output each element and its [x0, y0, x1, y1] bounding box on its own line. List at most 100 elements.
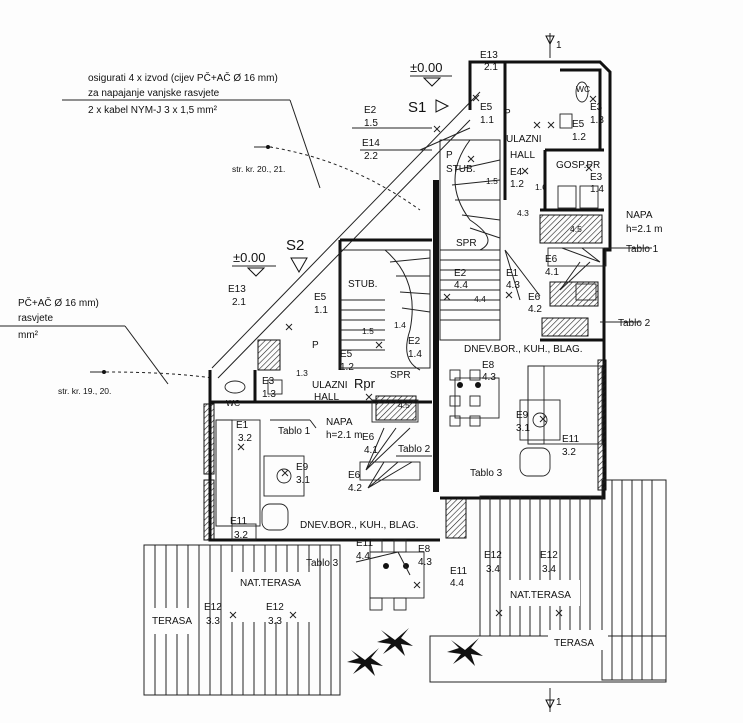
circuit-wiring: [270, 127, 601, 576]
circuit-label: E11: [450, 566, 467, 577]
circuit-label: 4.3: [418, 557, 432, 568]
switch-label: P: [312, 340, 319, 351]
circuit-label: E4: [510, 167, 523, 178]
circuit-label: 1.4: [590, 184, 604, 195]
circuit-label: E1: [506, 268, 519, 279]
right-terrace: [429, 479, 667, 683]
section-marker-top: 1: [545, 33, 562, 58]
circuit-label: E6: [362, 432, 375, 443]
circuit-label: E14: [362, 138, 380, 149]
room-label: SPR: [390, 370, 411, 381]
circuit-label: 1.4: [408, 349, 422, 360]
circuit-label: E5: [480, 102, 493, 113]
svg-text:S2: S2: [286, 237, 304, 254]
room-label: TERASA: [152, 616, 192, 627]
circuit-label: E2: [364, 105, 377, 116]
room-label: DNEV.BOR., KUH., BLAG.: [464, 344, 583, 355]
circuit-label: E11: [230, 516, 247, 527]
svg-text:±0.00: ±0.00: [233, 250, 265, 265]
circuit-label: 2.1: [484, 62, 498, 73]
circuit-label: 3.1: [296, 475, 310, 486]
circuit-label: 1.2: [340, 362, 354, 373]
room-label: GOSP.PR: [556, 160, 600, 171]
light-point-marks: [229, 94, 597, 619]
left-note-line-3: mm²: [18, 330, 39, 341]
circuit-label: 4.2: [528, 304, 542, 315]
circuit-label: E11: [562, 434, 579, 445]
room-label: h=2.1 m: [326, 430, 362, 441]
circuit-label: E9: [516, 410, 529, 421]
room-label: WC: [226, 398, 240, 408]
right-staircase: [440, 139, 501, 321]
svg-text:S1: S1: [408, 99, 426, 116]
circuit-label: E3: [262, 376, 275, 387]
switch-label: P: [504, 108, 511, 119]
left-staircase: [339, 249, 431, 371]
room-label: WC: [576, 84, 590, 94]
right-unit-labels: E13 2.1 E2 1.5 E14 2.2 E5 1.1 E5 1.2 E3 …: [362, 50, 662, 649]
circuit-label: 3.3: [268, 616, 282, 627]
svg-text:1: 1: [556, 40, 562, 51]
panel-label: Tablo 3: [470, 468, 503, 479]
level-mark-left: ±0.00: [232, 250, 276, 277]
circuit-label: 4.4: [450, 578, 464, 589]
circuit-label: 3.2: [234, 530, 248, 541]
room-label: h=2.1 m: [626, 224, 662, 235]
room-label: TERASA: [554, 638, 594, 649]
room-label: HALL: [510, 150, 535, 161]
circuit-label: 1.1: [314, 305, 328, 316]
room-label: SPR: [456, 238, 477, 249]
circuit-label: 4.3: [506, 280, 520, 291]
left-terrace: [143, 544, 341, 696]
circuit-label: E12: [204, 602, 222, 613]
circuit-label: 3.1: [516, 423, 530, 434]
circuit-label: E13: [228, 284, 246, 295]
circuit-label: 2.1: [232, 297, 246, 308]
notes: osigurati 4 x izvod (cijev PČ+AČ Ø 16 mm…: [0, 71, 421, 396]
circuit-label: E12: [266, 602, 284, 613]
svg-text:1: 1: [556, 697, 562, 708]
room-label: ULAZNI: [312, 380, 348, 391]
circuit-label: E3: [590, 172, 603, 183]
circuit-label: E12: [540, 550, 558, 561]
circuit-label: 4.4: [474, 294, 486, 304]
section-marker-bottom: 1: [545, 688, 562, 712]
circuit-label: 4.4: [356, 551, 370, 562]
circuit-label: 1.2: [572, 132, 586, 143]
svg-text:±0.00: ±0.00: [410, 60, 442, 75]
building-walls: [203, 60, 612, 542]
circuit-label: 1.5: [364, 118, 378, 129]
circuit-label: E13: [480, 50, 498, 61]
room-label: Rpr: [354, 376, 376, 391]
room-label: DNEV.BOR., KUH., BLAG.: [300, 520, 419, 531]
circuit-label: 4.5: [570, 224, 582, 234]
circuit-label: 4.1: [545, 267, 559, 278]
circuit-label: E6: [545, 254, 558, 265]
room-label: HALL: [314, 392, 339, 403]
room-label: NAPA: [626, 210, 653, 221]
palm-plant-icon: [447, 638, 483, 666]
left-note-line-2: rasvjete: [18, 313, 53, 324]
circuit-label: E2: [454, 268, 467, 279]
circuit-label: E6: [528, 292, 541, 303]
panel-label: Tablo 1: [278, 426, 311, 437]
room-label: ULAZNI: [506, 134, 542, 145]
stair-marker-s2: S2: [286, 237, 308, 274]
left-unit-labels: E13 2.1 E5 1.1 E5 1.2 E2 1.4 1.5 1.4 1.3…: [152, 279, 432, 627]
circuit-label: 1.6: [535, 182, 547, 192]
circuit-label: E9: [296, 462, 309, 473]
panel-label: Tablo 1: [626, 244, 659, 255]
circuit-label: 1.5: [362, 326, 374, 336]
circuit-label: 4.1: [364, 445, 378, 456]
circuit-label: E5: [340, 349, 353, 360]
left-note-line-1: PČ+AČ Ø 16 mm): [18, 296, 99, 309]
level-mark-right: ±0.00: [410, 60, 452, 87]
palm-plant-icon: [377, 628, 413, 656]
circuit-label: 4.2: [348, 483, 362, 494]
switch-label: P: [446, 150, 453, 161]
circuit-label: E1: [236, 420, 249, 431]
circuit-label: 3.2: [238, 433, 252, 444]
circuit-label: E12: [484, 550, 502, 561]
circuit-label: 1.3: [296, 368, 308, 378]
circuit-label: 3.4: [486, 564, 500, 575]
